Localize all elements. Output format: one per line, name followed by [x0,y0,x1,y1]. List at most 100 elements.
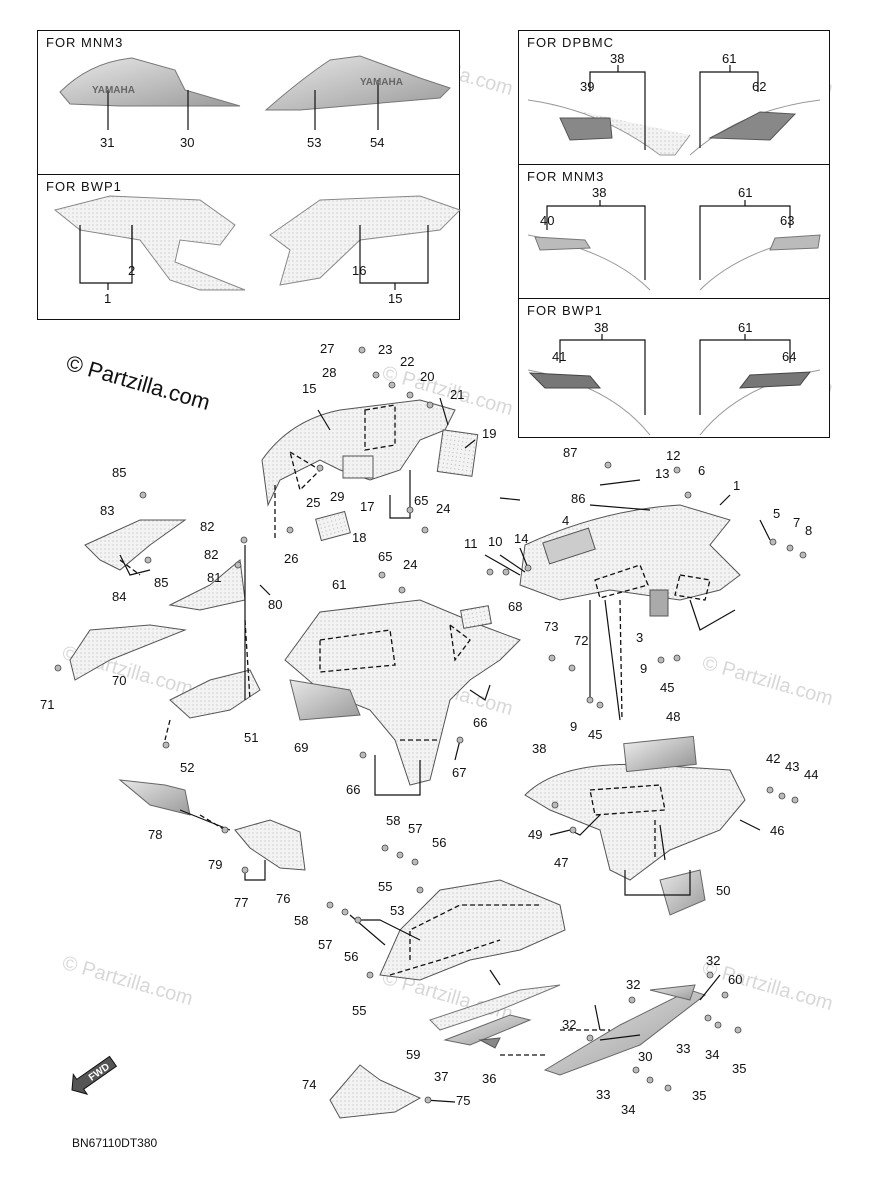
callout: 51 [244,730,259,745]
callout: 26 [284,551,299,566]
callout: 59 [406,1047,421,1062]
cowling-30-shape [59,57,241,107]
callout: 85 [154,575,169,590]
callout: 14 [514,531,529,546]
callout: 58 [386,813,401,828]
cowling-1-shape [53,195,246,291]
callout: 75 [456,1093,471,1108]
callout: 29 [330,489,345,504]
diagram-code: BN67110DT380 [72,1136,158,1150]
upper-cowl-15 [261,399,456,507]
callout: 27 [320,341,335,356]
callout: 43 [785,759,800,774]
callout: 38 [592,185,607,200]
callout: 66 [473,715,488,730]
callout: 33 [596,1087,611,1102]
callout: 6 [698,463,706,478]
callout: 80 [268,597,283,612]
callout: 56 [344,949,359,964]
callout: 81 [207,570,222,585]
callout: 15 [302,381,317,396]
callout: 8 [805,523,813,538]
callout: 42 [766,751,781,766]
callout: 54 [370,135,385,150]
callout: 61 [738,185,753,200]
callout: 1 [733,478,741,493]
callout: 87 [563,445,578,460]
callout: 30 [180,135,195,150]
callout: 34 [621,1102,636,1117]
callout: 38 [594,320,609,335]
callout: 46 [770,823,785,838]
callout: 53 [390,903,405,918]
callout: 11 [464,536,478,551]
callout: 65 [414,493,429,508]
callout: 74 [302,1077,317,1092]
callout: 24 [403,557,418,572]
callout: 61 [738,320,753,335]
callout: 1 [104,291,112,306]
cowling-53-shape [264,55,451,111]
callout: 32 [562,1017,577,1032]
callout: 10 [488,534,503,549]
callout: 48 [666,709,681,724]
callout: 82 [204,547,219,562]
callout: 38 [610,51,625,66]
callout: 61 [332,577,347,592]
box-title: FOR MNM3 [46,35,124,50]
callout: 45 [588,727,603,742]
callout: 32 [626,977,641,992]
callout: 62 [752,79,767,94]
callout: 65 [378,549,393,564]
callout: 41 [552,349,567,364]
callout: 49 [528,827,543,842]
callout: 7 [793,515,801,530]
callout: 2 [128,263,136,278]
callout: 67 [452,765,467,780]
callout: 52 [180,760,195,775]
bracket-83 [84,519,187,571]
callout: 66 [346,782,361,797]
callout: 69 [294,740,309,755]
callout: 55 [352,1003,367,1018]
callout: 35 [692,1088,707,1103]
callout: 4 [562,513,570,528]
callout: 85 [112,465,127,480]
callout: 16 [352,263,367,278]
callout: 47 [554,855,569,870]
callout: 77 [234,895,249,910]
callout: 68 [508,599,523,614]
callout: 13 [655,466,670,481]
callout: 73 [544,619,559,634]
fwd-arrow-icon [71,1055,118,1095]
callout: 23 [378,342,393,357]
callout: 76 [276,891,291,906]
callout: 44 [804,767,819,782]
callout: 64 [782,349,797,364]
callout: 33 [676,1041,691,1056]
callout: 38 [532,741,547,756]
box-title: FOR BWP1 [527,303,603,318]
box-title: FOR BWP1 [46,179,122,194]
box-title: FOR DPBMC [527,35,614,50]
callout: 5 [773,506,781,521]
side-cowl-1 [519,504,741,601]
brand-mark-left: YAMAHA [92,85,135,96]
side-panel-61 [284,599,521,786]
callout: 34 [705,1047,720,1062]
callout: 3 [636,630,644,645]
callout: 83 [100,503,115,518]
callout: 37 [434,1069,449,1084]
callout: 18 [352,530,367,545]
callout: 61 [722,51,737,66]
brand-mark-right: YAMAHA [360,77,403,88]
variant-box-bwp1-decal: FOR BWP1 [518,298,830,438]
panel-74 [329,1064,422,1119]
cowling-15-shape [269,195,461,286]
callout: 53 [307,135,322,150]
callout: 9 [640,661,648,676]
callout: 84 [112,589,127,604]
callout: 72 [574,633,589,648]
callout: 15 [388,291,403,306]
